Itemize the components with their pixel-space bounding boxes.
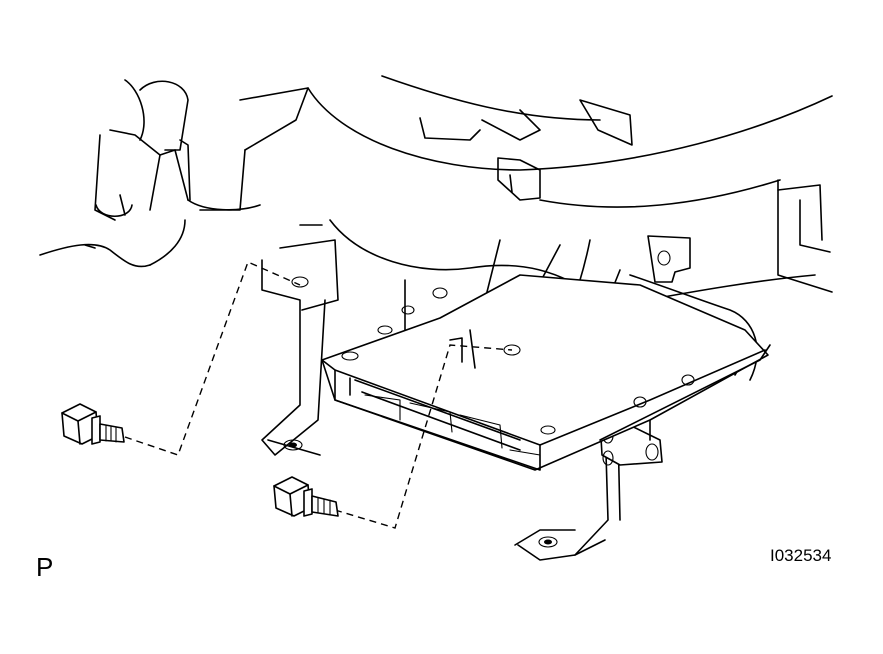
view-label: P xyxy=(36,552,54,582)
bolt-lower xyxy=(273,476,339,517)
figure-code: I032534 xyxy=(770,546,832,565)
engine-control-unit xyxy=(321,274,771,471)
bolt-upper xyxy=(61,403,125,445)
upper-body-structure xyxy=(179,75,833,306)
installation-guide-lines xyxy=(124,261,513,529)
shift-lever-area xyxy=(39,79,189,268)
